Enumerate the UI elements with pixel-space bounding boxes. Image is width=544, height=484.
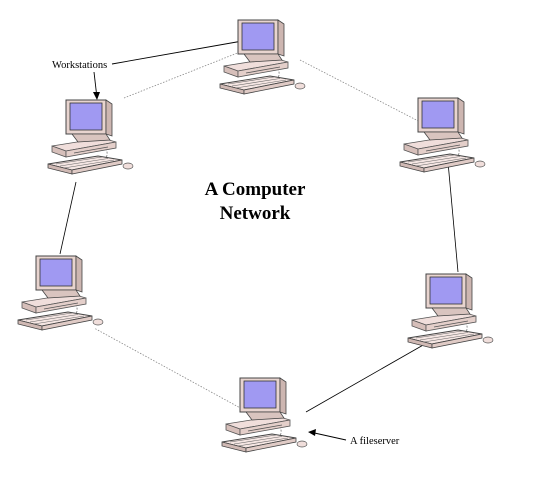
workstations-label: Workstations: [52, 60, 108, 71]
diagram-title-line1: A Computer: [204, 179, 306, 200]
computer-icon: [407, 273, 494, 349]
diagram-title: A Computer Network: [160, 178, 350, 226]
cable-server-to-left: [93, 327, 245, 411]
fileserver-arrow: [309, 431, 347, 441]
computer-icon: [17, 255, 104, 331]
network-cables: [59, 47, 459, 413]
pointer-arrows: [93, 37, 347, 441]
cable-lower-right-to-server: [305, 339, 433, 413]
fileserver-label: A fileserver: [350, 436, 400, 447]
cable-top-to-right: [299, 59, 429, 127]
workstations-arrow-top: [111, 39, 249, 65]
cable-left-to-upper-left: [59, 181, 77, 255]
computer-icon: [47, 99, 134, 175]
computer-icon: [219, 19, 306, 95]
computer-icon: [221, 377, 308, 453]
computer-icon: [399, 97, 486, 173]
diagram-title-line2: Network: [219, 203, 291, 224]
cable-right-to-lower-right: [447, 161, 459, 273]
